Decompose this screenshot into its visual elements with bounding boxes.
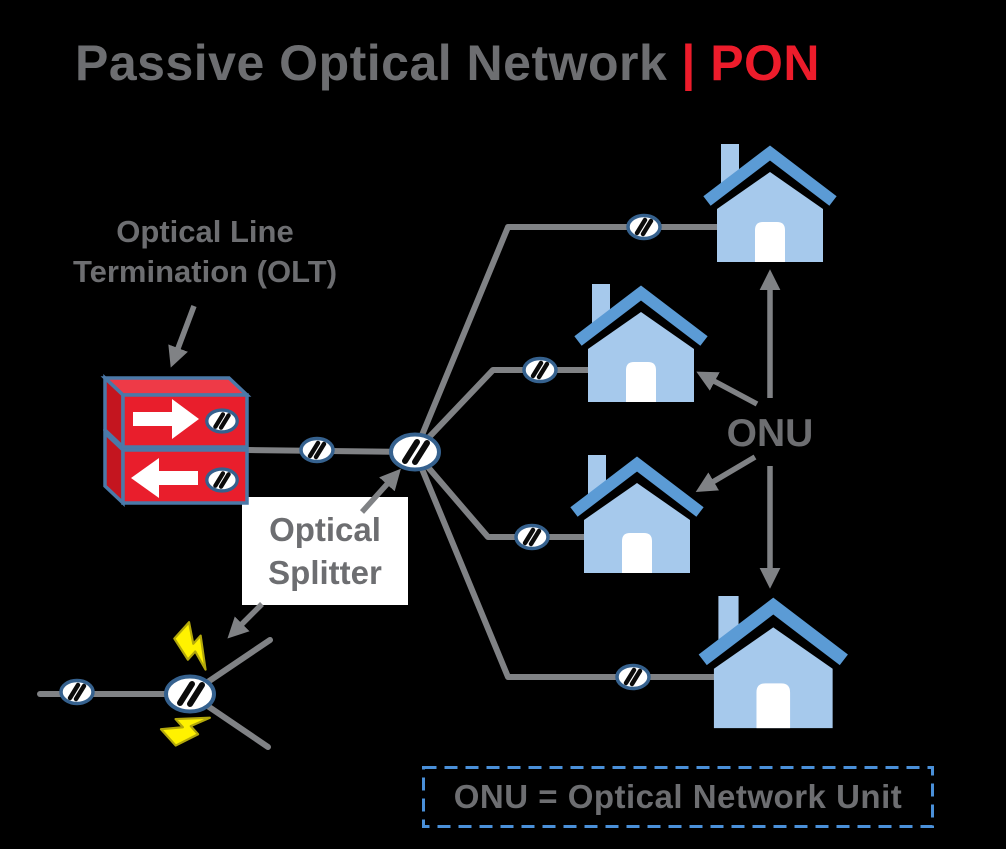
fiber-connector-icon xyxy=(524,359,556,382)
fiber-connector-icon xyxy=(628,216,660,239)
lightning-icon xyxy=(168,621,223,675)
onu-definition-box xyxy=(422,766,934,828)
olt-label: Optical Line Termination (OLT) xyxy=(25,212,385,292)
optical-splitter-icon xyxy=(391,435,439,470)
fiber-connector-icon xyxy=(617,666,649,689)
title-accent: | PON xyxy=(681,35,821,91)
fiber-connector-icon xyxy=(207,410,237,432)
splitter-pointer-arrow-up xyxy=(359,468,401,514)
splitter-label: Optical Splitter xyxy=(242,497,408,605)
fiber-connector-icon xyxy=(516,526,548,549)
onu-house-upper-mid xyxy=(578,284,704,402)
onu-definition-text: ONU = Optical Network Unit xyxy=(453,778,903,815)
downstream-arrow-icon xyxy=(133,399,199,439)
fiber-branch-lower-mid xyxy=(412,449,591,540)
splitter-label-box xyxy=(242,497,408,605)
page-title: Passive Optical Network| PON xyxy=(75,34,820,92)
fiber-connector-icon xyxy=(61,681,93,704)
onu-house-top xyxy=(707,144,833,262)
olt-device xyxy=(100,373,252,508)
fiber-connector-icon xyxy=(301,439,333,462)
upstream-arrow-icon xyxy=(131,458,198,498)
splitter-label-line1: Optical xyxy=(269,511,381,548)
onu-pointer-arrow-upper-left xyxy=(696,371,759,407)
olt-label-line1: Optical Line xyxy=(116,214,294,249)
onu-house-lower-mid xyxy=(574,455,700,573)
onu-label: ONU xyxy=(726,412,814,455)
splitter-label-line2: Splitter xyxy=(268,554,382,591)
splitter-pointer-arrow-down xyxy=(227,602,264,639)
title-main: Passive Optical Network xyxy=(75,35,668,91)
olt-pointer-arrow xyxy=(168,305,197,368)
olt-label-line2: Termination (OLT) xyxy=(72,254,338,289)
onu-pointer-arrow-lower-left xyxy=(695,454,757,493)
optical-splitter-detail-icon xyxy=(166,677,214,712)
fiber-connector-icon xyxy=(207,469,237,491)
onu-house-bottom xyxy=(703,596,844,728)
fiber-branch-bottom xyxy=(412,449,727,680)
